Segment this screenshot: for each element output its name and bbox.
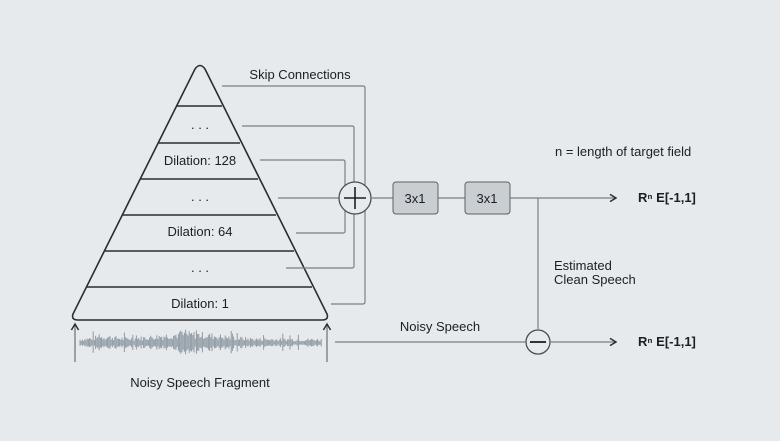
- skip-line: [242, 125, 355, 269]
- conv-block-label: 3x1: [405, 191, 426, 206]
- layer-label: . . .: [191, 189, 209, 204]
- layer-label: Dilation: 1: [171, 296, 229, 311]
- estimated-label: Estimated: [554, 258, 612, 273]
- conv-block-label: 3x1: [477, 191, 498, 206]
- waveform: [79, 329, 322, 355]
- output-range-top: Rⁿ E[-1,1]: [638, 190, 696, 205]
- subtract-node: [525, 329, 551, 355]
- output-range-bottom: Rⁿ E[-1,1]: [638, 334, 696, 349]
- dilation-pyramid: . . . Dilation: 128 . . . Dilation: 64 .…: [71, 64, 329, 321]
- skip-connections-label: Skip Connections: [249, 67, 351, 82]
- skip-connections: Skip Connections: [222, 67, 366, 305]
- noisy-speech-label: Noisy Speech: [400, 319, 480, 334]
- sum-node: [338, 181, 372, 215]
- layer-label: . . .: [191, 117, 209, 132]
- target-field-note: n = length of target field: [555, 144, 691, 159]
- conv-block: 3x1: [464, 181, 511, 215]
- conv-block: 3x1: [392, 181, 439, 215]
- skip-line: [260, 159, 346, 234]
- input-caption: Noisy Speech Fragment: [130, 375, 270, 390]
- layer-label: Dilation: 128: [164, 153, 236, 168]
- clean-speech-label: Clean Speech: [554, 272, 636, 287]
- pyramid-outline: [71, 64, 329, 321]
- layer-label: Dilation: 64: [167, 224, 232, 239]
- layer-label: . . .: [191, 260, 209, 275]
